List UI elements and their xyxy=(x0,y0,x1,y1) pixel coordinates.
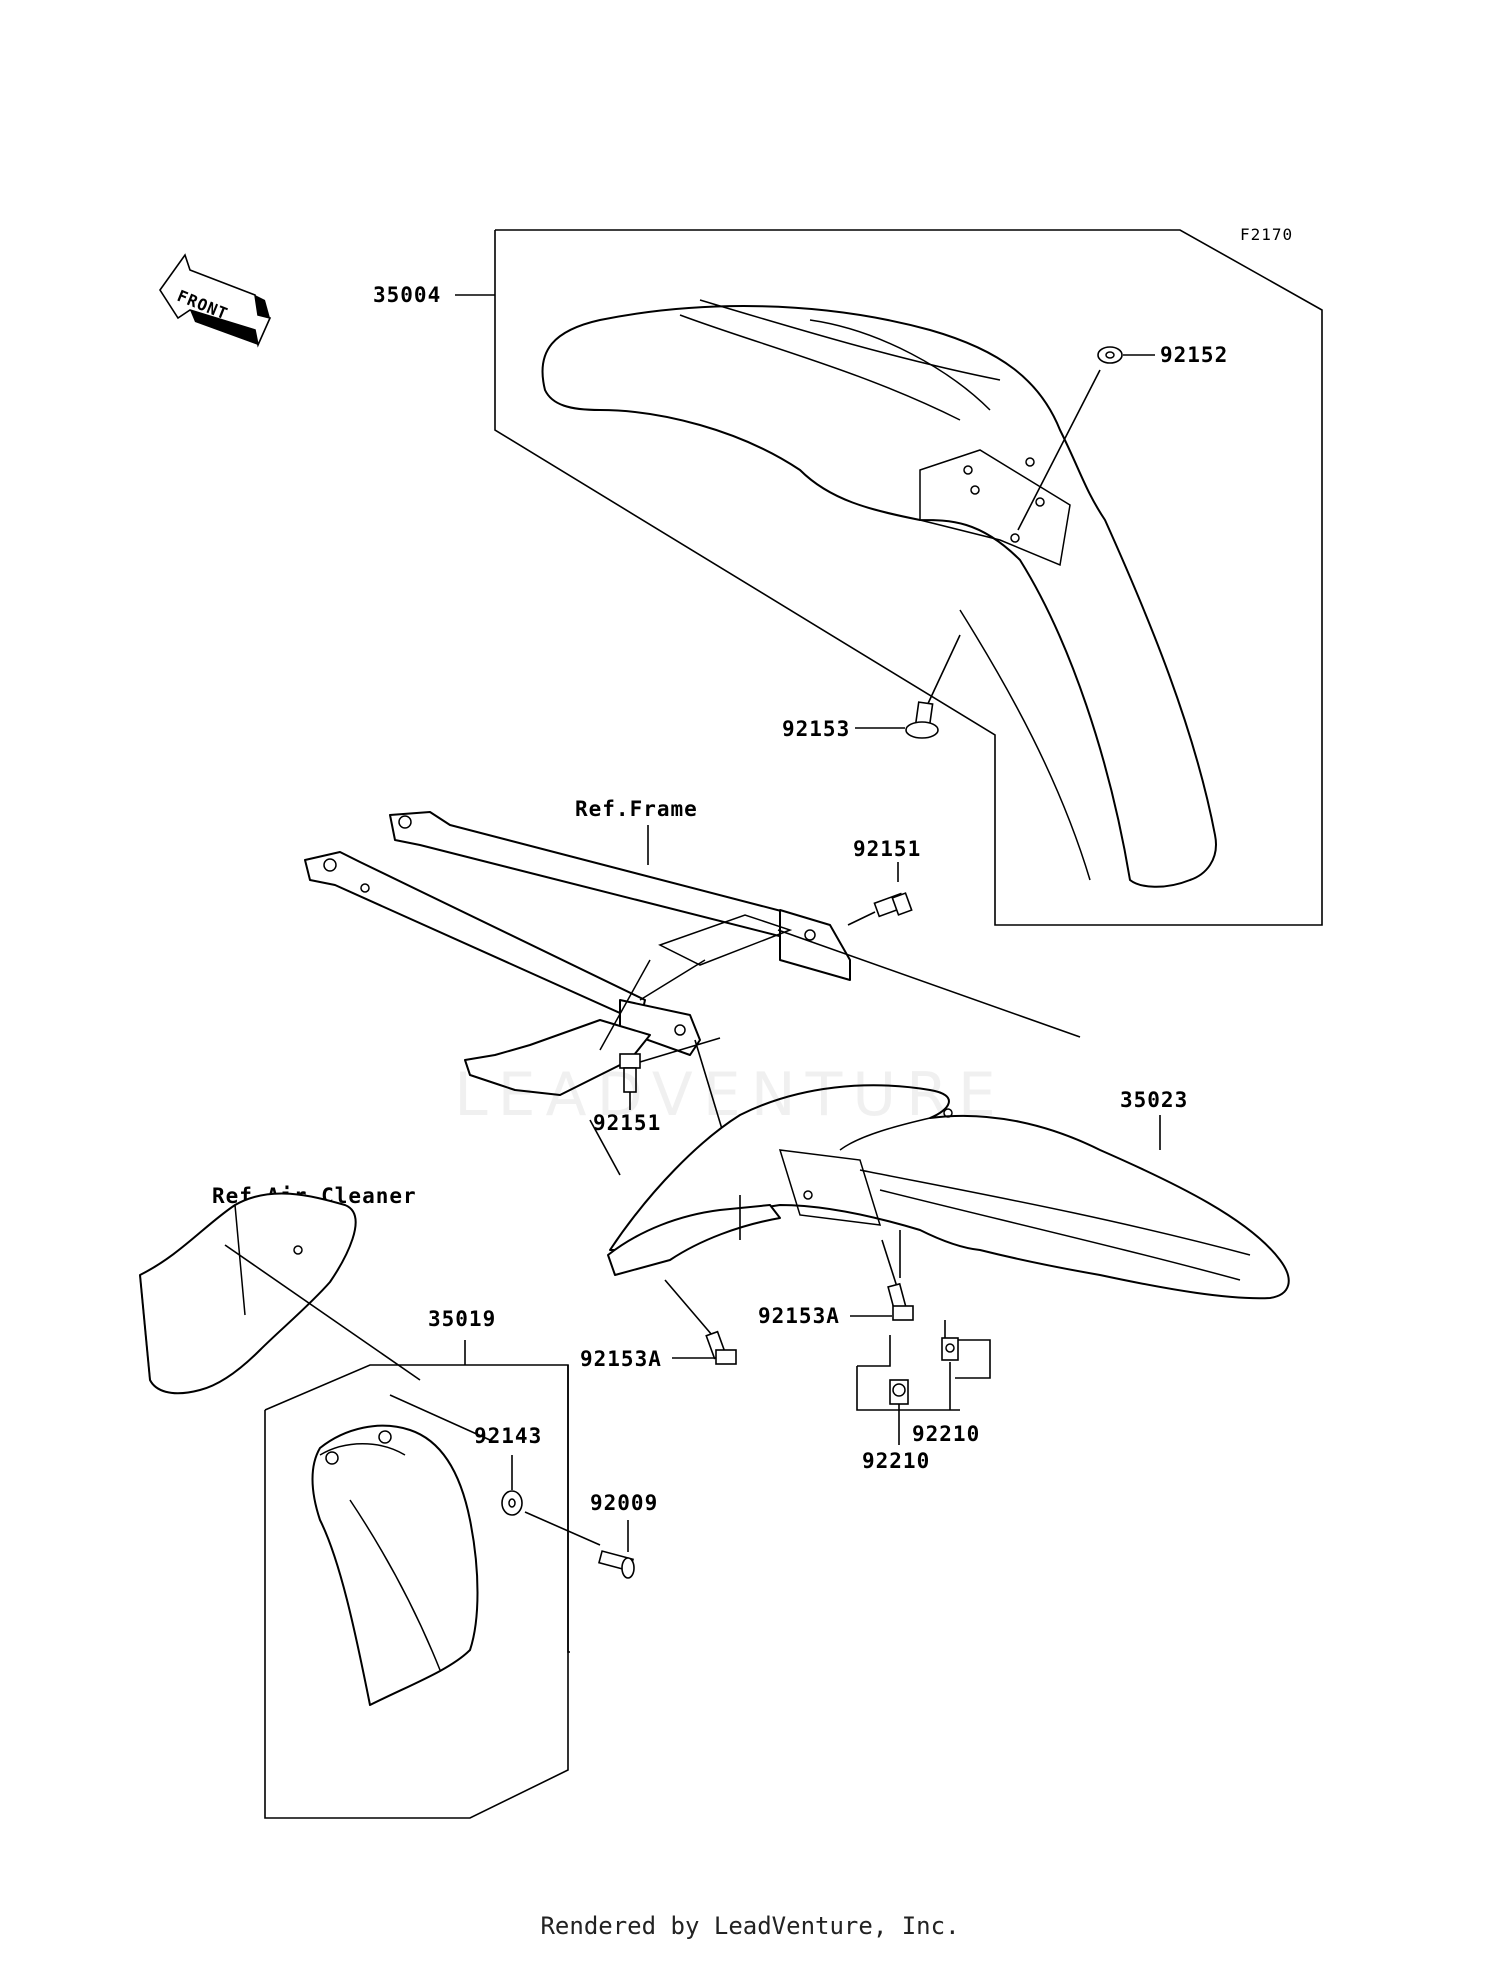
watermark: LEADVENTURE xyxy=(454,1060,1006,1130)
washer-92143 xyxy=(501,1455,601,1546)
label-92151-top: 92151 xyxy=(853,837,921,861)
label-92152: 92152 xyxy=(1160,343,1228,367)
label-92153: 92153 xyxy=(782,717,850,741)
bolt-92153a-left xyxy=(664,1279,737,1365)
label-35023: 35023 xyxy=(1120,1088,1188,1112)
ref-frame-label: Ref.Frame xyxy=(575,797,698,821)
clip-92210-left xyxy=(856,1335,960,1445)
air-cleaner-reference xyxy=(139,1192,357,1395)
washer-92152 xyxy=(1017,346,1155,531)
footer-credit: Rendered by LeadVenture, Inc. xyxy=(540,1912,960,1940)
front-fender-group-outline xyxy=(494,229,1323,926)
bolt-92151-bottom xyxy=(619,1037,721,1110)
label-92210-right: 92210 xyxy=(912,1422,980,1446)
label-92151-bottom: 92151 xyxy=(593,1111,661,1135)
bolt-92153 xyxy=(855,634,961,739)
label-92210-left: 92210 xyxy=(862,1449,930,1473)
drawing-code: F2170 xyxy=(1240,225,1293,244)
label-92153a-left: 92153A xyxy=(580,1347,662,1371)
label-35019: 35019 xyxy=(428,1307,496,1331)
label-92009: 92009 xyxy=(590,1491,658,1515)
label-92153a-right: 92153A xyxy=(758,1304,840,1328)
frame-reference xyxy=(304,811,851,1096)
bolt-92153a-right xyxy=(850,1239,914,1321)
bolt-92151-top xyxy=(847,862,913,926)
label-92143: 92143 xyxy=(474,1424,542,1448)
rear-fender xyxy=(607,1084,1290,1300)
front-fender xyxy=(541,299,1217,888)
label-35004: 35004 xyxy=(373,283,441,307)
front-arrow-icon: FRONT xyxy=(159,253,272,348)
bolt-92009 xyxy=(598,1520,635,1579)
clip-92210-right xyxy=(941,1320,991,1410)
mud-flap xyxy=(311,1424,479,1706)
